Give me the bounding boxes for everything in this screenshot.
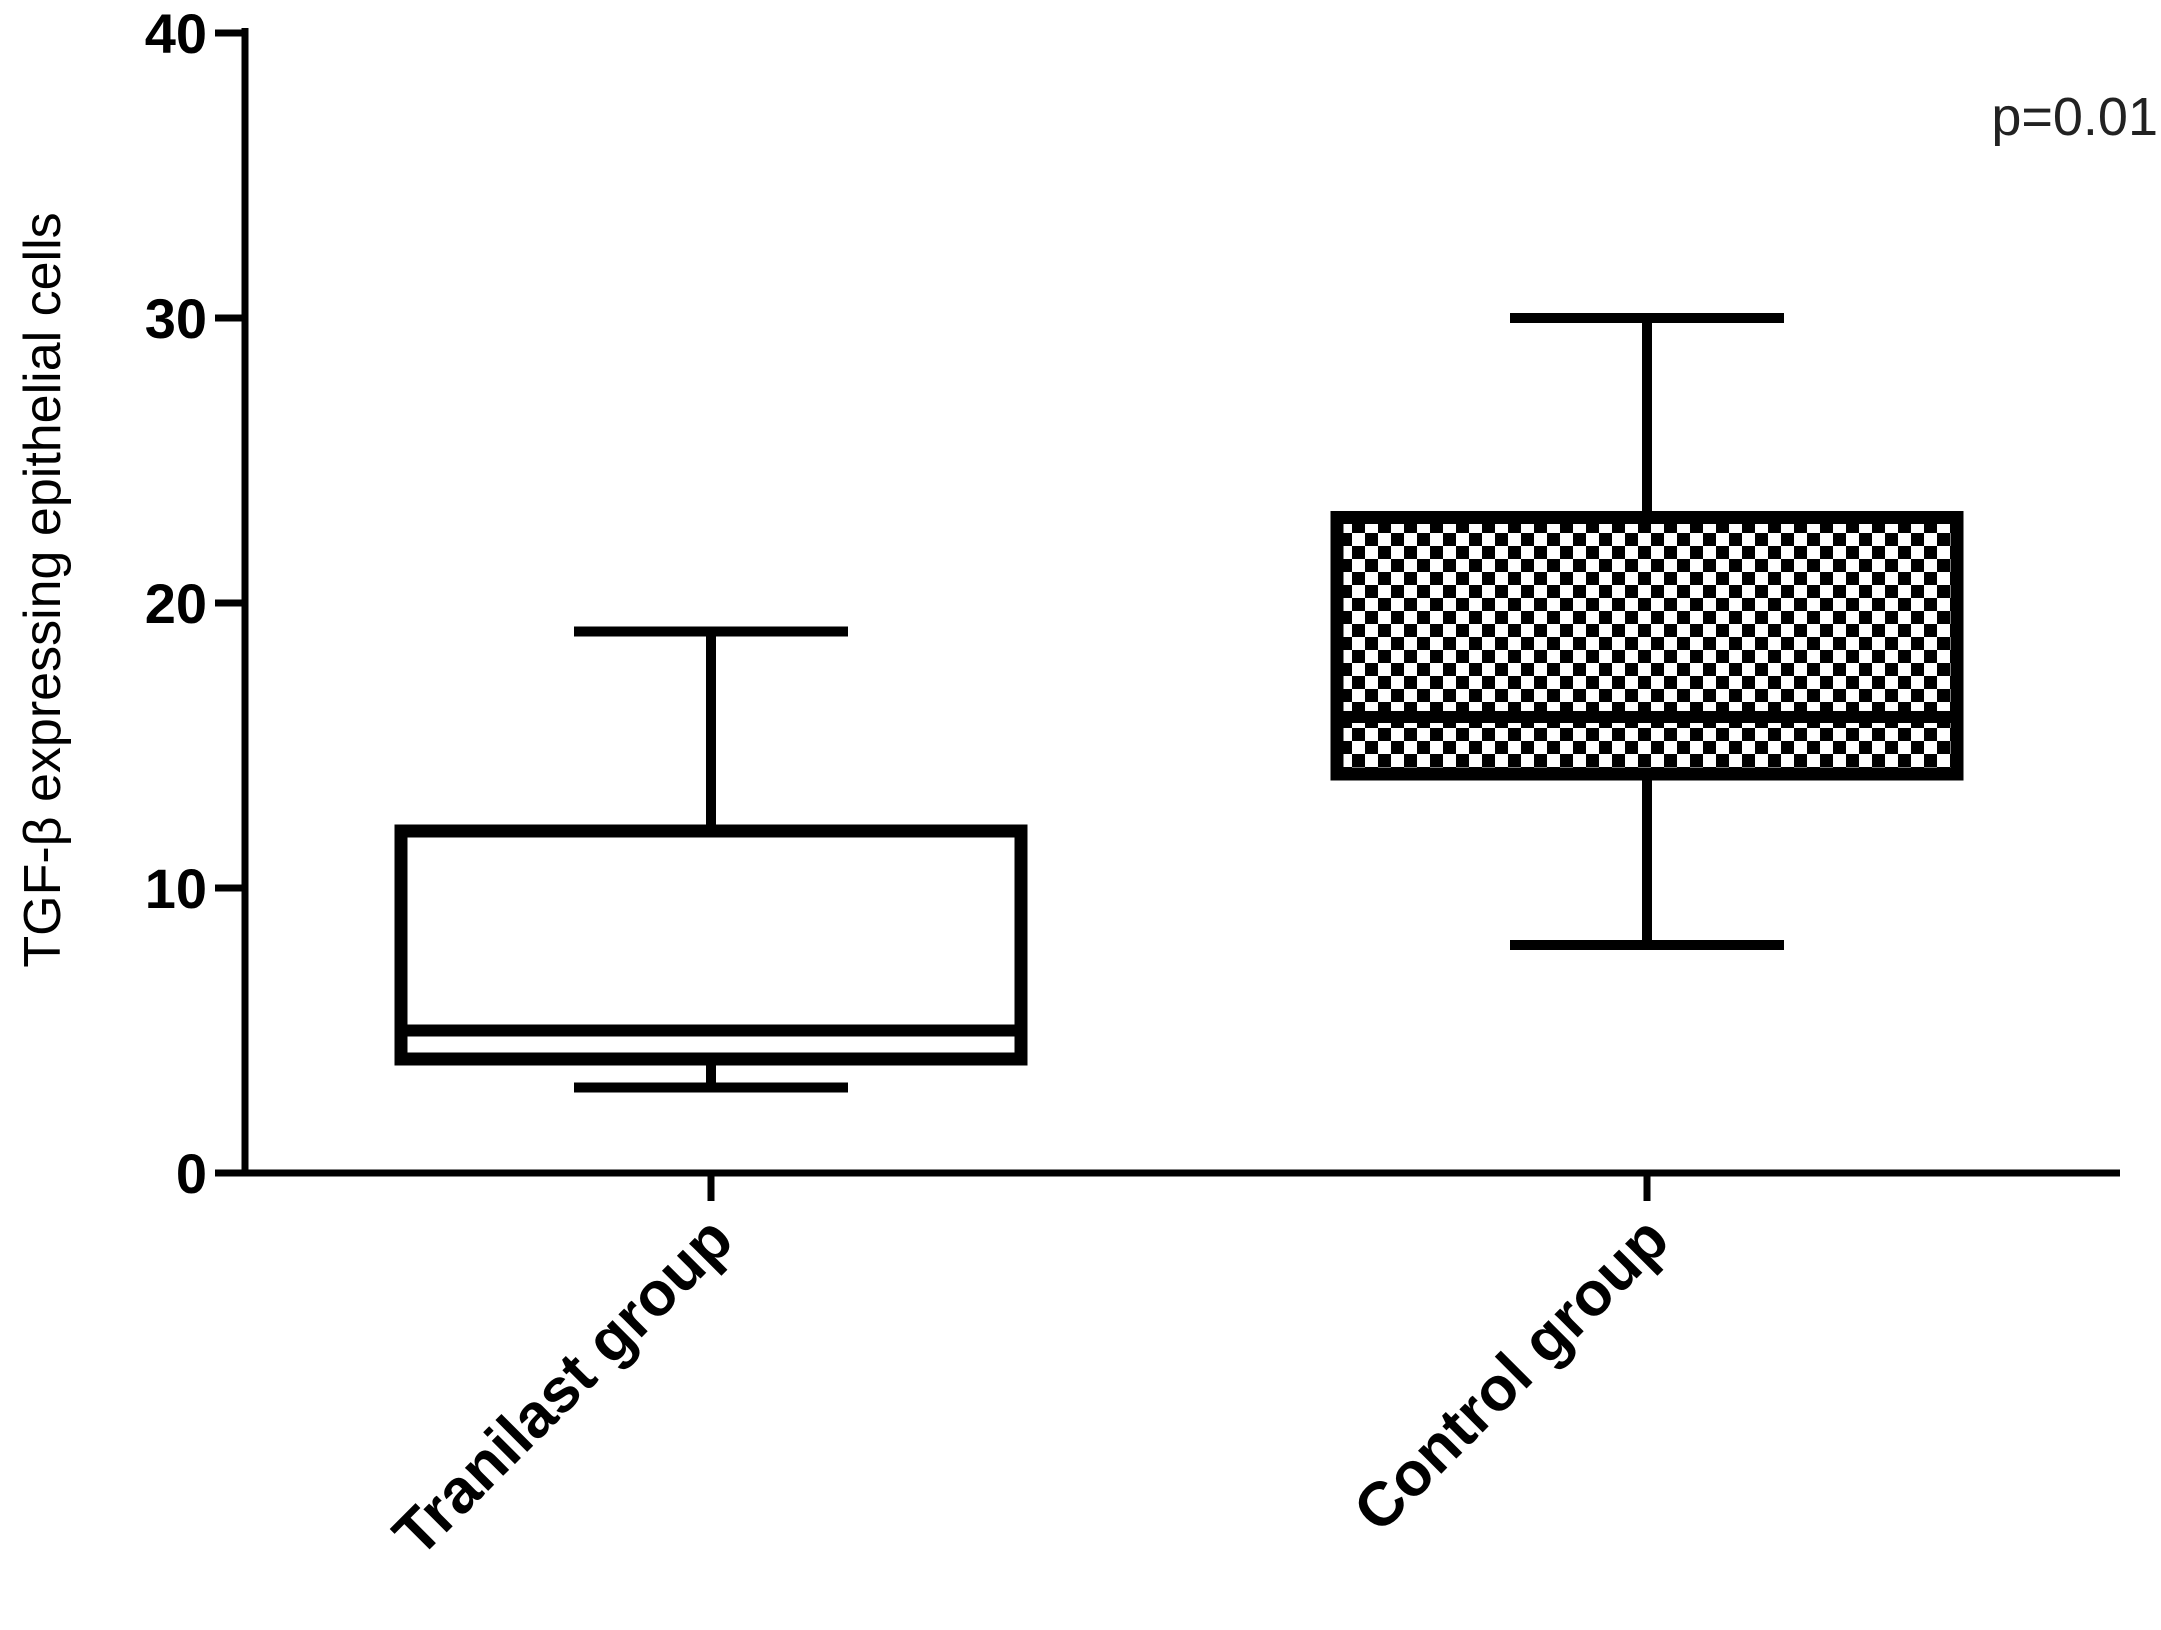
x-tick-label: Tranilast group xyxy=(380,1204,745,1569)
y-axis-label: TGF-β expressing epithelial cells xyxy=(14,212,72,967)
y-tick-label: 20 xyxy=(145,572,207,635)
p-value-annotation: p=0.01 xyxy=(1991,87,2158,147)
y-tick-label: 30 xyxy=(145,287,207,350)
iqr-box xyxy=(394,824,1028,1066)
y-tick-label: 0 xyxy=(176,1142,207,1205)
iqr-box xyxy=(1330,511,1964,781)
y-tick-label: 10 xyxy=(145,857,207,920)
box-tranilast xyxy=(394,626,1028,1093)
boxes xyxy=(394,313,1964,1093)
x-tick-label: Control group xyxy=(1341,1204,1682,1545)
box-control xyxy=(1330,313,1964,950)
y-tick-label: 40 xyxy=(145,2,207,65)
